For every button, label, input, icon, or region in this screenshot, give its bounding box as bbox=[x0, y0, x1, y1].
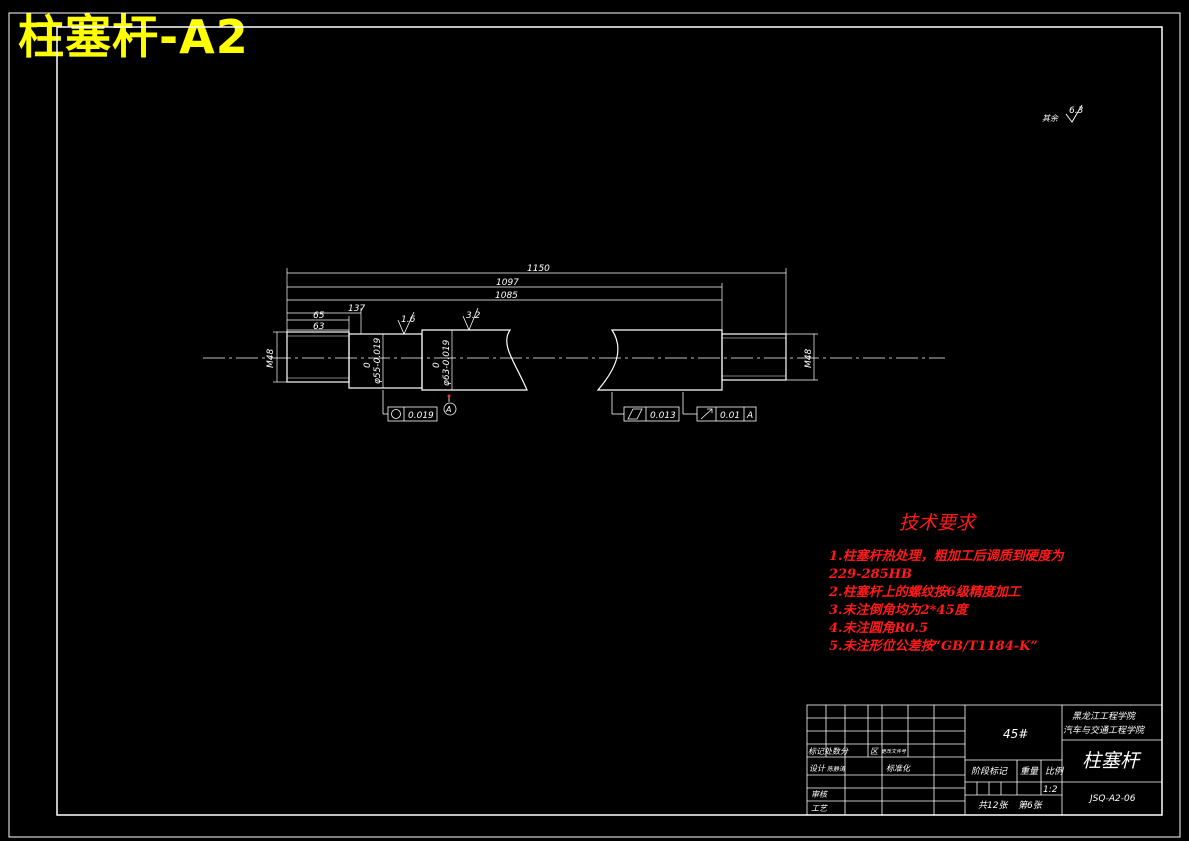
tb-sheet: 第6张 bbox=[1018, 800, 1044, 811]
tb-weight: 重量 bbox=[1020, 766, 1039, 777]
tech-item: 4.未注圆角R0.5 bbox=[829, 621, 928, 636]
dimension-texts: 1150 1097 1085 137 65 63 M48 M48 φ55-0.0… bbox=[266, 264, 814, 386]
dim-zero-1: 0 bbox=[363, 362, 373, 368]
tol-roundness: 0.019 bbox=[408, 411, 434, 421]
dim-m48-left: M48 bbox=[266, 349, 276, 368]
dim-phi55: φ55-0.019 bbox=[373, 337, 383, 384]
dim-63: 63 bbox=[313, 322, 325, 332]
tb-material: 45# bbox=[1003, 727, 1028, 741]
tb-design-name: 陈静涛 bbox=[827, 765, 846, 773]
title-block bbox=[806, 704, 1163, 816]
tech-item: 5.未注形位公差按“GB/T1184-K” bbox=[829, 639, 1038, 654]
roughness-label: 其余 bbox=[1042, 114, 1059, 123]
tb-check: 审核 bbox=[811, 790, 829, 799]
tb-row-mark2: 区 bbox=[870, 747, 879, 756]
dim-zero-2: 0 bbox=[432, 362, 442, 368]
title-block-texts: 黑龙江工程学院 汽车与交通工程学院 45# 柱塞杆 标记处数分 区 更改文件号 … bbox=[808, 711, 1146, 813]
tech-item: 1.柱塞杆热处理，粗加工后调质到硬度为 bbox=[829, 549, 1064, 564]
dimensions bbox=[273, 268, 818, 390]
tb-design: 设计 bbox=[809, 764, 826, 773]
dim-65: 65 bbox=[313, 311, 325, 321]
dim-1097: 1097 bbox=[496, 278, 519, 288]
tech-requirements-title: 技术要求 bbox=[899, 512, 976, 534]
datum-dot bbox=[447, 394, 451, 398]
dim-1150: 1150 bbox=[527, 264, 550, 274]
tb-sheets: 共12张 bbox=[978, 800, 1009, 811]
tb-school: 黑龙江工程学院 bbox=[1072, 711, 1137, 722]
tol-runout: 0.01 bbox=[720, 411, 740, 421]
tech-item: 3.未注倒角均为2*45度 bbox=[829, 603, 968, 618]
tech-item: 229-285HB bbox=[829, 567, 912, 582]
tech-requirements-list: 1.柱塞杆热处理，粗加工后调质到硬度为 229-285HB 2.柱塞杆上的螺纹按… bbox=[829, 548, 1064, 656]
tb-std: 标准化 bbox=[886, 764, 911, 773]
tb-part: 柱塞杆 bbox=[1082, 750, 1142, 772]
shaft-outline bbox=[286, 329, 787, 391]
dim-1085: 1085 bbox=[495, 291, 518, 301]
tb-scale-label: 比例 bbox=[1045, 766, 1065, 777]
tb-code: JSQ-A2-06 bbox=[1088, 794, 1136, 804]
ra-3-2: 3.2 bbox=[466, 311, 481, 321]
roughness-symbol: 6.3 其余 bbox=[1042, 104, 1084, 123]
tb-row-mark: 标记处数分 bbox=[808, 747, 849, 756]
roughness-marks: 1.6 3.2 bbox=[397, 307, 481, 335]
dim-phi63: φ63-0.019 bbox=[442, 339, 452, 386]
tolerance-frames bbox=[382, 390, 757, 422]
dim-137: 137 bbox=[348, 304, 365, 314]
roughness-value: 6.3 bbox=[1069, 106, 1084, 116]
dim-m48-right: M48 bbox=[804, 349, 814, 368]
tolerance-texts: 0.019 A 0.013 0.01 A bbox=[408, 405, 753, 421]
tb-scale: 1:2 bbox=[1043, 785, 1058, 795]
tb-proc: 工艺 bbox=[811, 804, 828, 813]
ra-1-6: 1.6 bbox=[401, 315, 416, 325]
tech-item: 2.柱塞杆上的螺纹按6级精度加工 bbox=[829, 585, 1021, 600]
tol-runout-ref: A bbox=[746, 411, 753, 421]
tb-row-mark3: 更改文件号 bbox=[881, 748, 907, 755]
tol-cylindricity: 0.013 bbox=[650, 411, 676, 421]
tb-stage: 阶段标记 bbox=[971, 766, 1008, 777]
tb-college: 汽车与交通工程学院 bbox=[1063, 725, 1146, 736]
datum-a: A bbox=[445, 405, 451, 414]
border bbox=[8, 12, 1181, 838]
